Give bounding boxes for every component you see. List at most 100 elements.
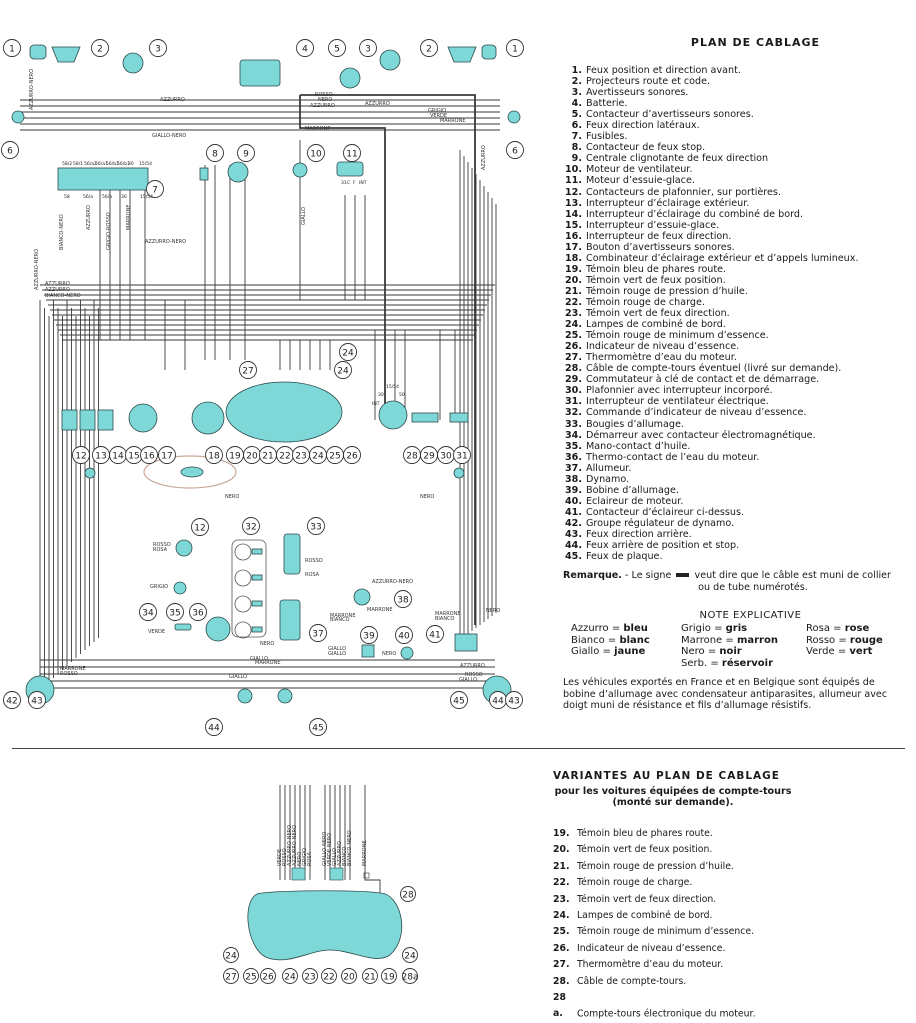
wire-label-bianco: BIANCO	[435, 616, 455, 622]
variant-wires	[279, 785, 381, 935]
variant-wire-label: GIALLO-NERO	[322, 832, 328, 866]
equals-sign: =	[707, 646, 720, 658]
legend-item: 1.Feux position et direction avant.	[563, 65, 908, 76]
equals-sign: =	[714, 623, 726, 635]
wire-label-giallo: GIALLO	[250, 656, 268, 662]
legend-item: 9.Centrale clignotante de feux direction	[563, 153, 908, 164]
callout-17-number: 17	[161, 452, 172, 462]
variant-wire-label: AZZURRO-NERO	[287, 825, 293, 866]
fan-motor	[292, 162, 308, 178]
legend-item: 29.Commutateur à clé de contact et de dé…	[563, 374, 908, 385]
wiper-terminal-label: C	[347, 180, 350, 186]
fuse-bottom-label: 30	[121, 194, 127, 200]
callout-44-circle	[205, 718, 223, 736]
callout-6-circle	[506, 141, 524, 159]
legend-text: Bougies d’allumage.	[586, 418, 684, 430]
flasher-unit	[227, 161, 249, 183]
callout-15-number: 15	[128, 452, 139, 462]
legend-item: 10.Moteur de ventilateur.	[563, 164, 908, 175]
variant-panel: VARIANTES AU PLAN DE CABLAGE pour les vo…	[553, 770, 908, 1023]
legend-item: 45.Feux de plaque.	[563, 551, 908, 562]
wiper-motor	[336, 161, 364, 177]
legend-number: 37.	[565, 462, 582, 474]
callout-37-number: 37	[312, 630, 323, 640]
horn-button	[180, 466, 204, 478]
legend-number: 16.	[565, 230, 582, 242]
legend-item: 16.Interrupteur de feux direction.	[563, 231, 908, 242]
variant-callout-24-number: 24	[225, 952, 237, 962]
legend-item: 15.Interrupteur d’essuie-glace.	[563, 220, 908, 231]
legend-number: 44.	[565, 540, 582, 552]
variant-callout-24-circle	[402, 947, 418, 963]
legend-number: 41.	[565, 506, 582, 518]
variant-callout-28-number: 28	[402, 891, 414, 901]
callout-2-circle	[420, 39, 438, 57]
callout-7-circle	[146, 180, 164, 198]
variant-wire-label: AZZURRO-NERO	[292, 825, 298, 866]
steering-wheel	[143, 455, 237, 489]
french-color: rouge	[849, 634, 883, 646]
legend-number: 13.	[565, 197, 582, 209]
callout-42-circle	[3, 691, 21, 709]
callout-23-number: 23	[295, 452, 306, 462]
section-divider	[12, 748, 905, 749]
legend-text: Batterie.	[586, 98, 628, 110]
equals-sign: =	[725, 634, 737, 646]
callout-25-number: 25	[329, 452, 340, 462]
door-switch-right	[453, 467, 465, 479]
side-indicator-right	[507, 110, 521, 124]
legend-number: 38.	[565, 473, 582, 485]
callout-45-number: 45	[312, 724, 323, 734]
variant-callout-24-number: 24	[284, 973, 296, 983]
variant-text: Lampes de combiné de bord.	[577, 910, 713, 922]
legend-text: Interrupteur de ventilateur électrique.	[586, 396, 769, 408]
variant-subtitle: pour les voitures équipées de compte-tou…	[554, 786, 792, 808]
callout-30-number: 30	[440, 452, 452, 462]
ignition-terminal-label: 15/54	[386, 384, 399, 390]
cylinder-circle	[234, 569, 252, 587]
variant-text: Témoin rouge de charge.	[577, 877, 693, 889]
callout-2-number: 2	[97, 45, 103, 55]
callout-6-number: 6	[512, 147, 518, 157]
wire-label-azzurro-nero: AZZURRO-NERO	[34, 249, 40, 290]
callout-1-circle	[3, 39, 21, 57]
fuse-bottom-label: 58	[64, 194, 70, 200]
legend-text: Feux direction arrière.	[586, 528, 692, 540]
wiper-terminal-label: F	[353, 180, 356, 186]
wire-label-marrone: MARRONE	[255, 660, 281, 666]
legend-text: Feux de plaque.	[586, 551, 663, 563]
variant-number: 28 a.	[553, 992, 566, 1020]
callout-9-number: 9	[243, 150, 249, 160]
legend-number: 42.	[565, 517, 582, 529]
variant-text: Témoin rouge de minimum d’essence.	[577, 926, 755, 938]
legend-number: 43.	[565, 528, 582, 540]
variant-callout-27-circle	[223, 968, 239, 984]
callout-4-circle	[296, 39, 314, 57]
variant-connector-right	[329, 867, 344, 881]
variant-wire-label: BIANCO-NERO	[347, 830, 353, 866]
callout-2-circle	[91, 39, 109, 57]
variant-title: VARIANTES AU PLAN DE CABLAGE	[553, 770, 780, 782]
color-key-entry: Giallo = jaune	[571, 646, 681, 658]
callout-27-number: 27	[242, 367, 253, 377]
variant-list: 19.Témoin bleu de phares route.20.Témoin…	[553, 826, 908, 1023]
variant-wire-label: ROSSO	[282, 848, 288, 866]
callout-45-number: 45	[453, 697, 464, 707]
equals-sign: =	[710, 657, 722, 669]
color-key-entry	[806, 658, 916, 670]
italian-color: Nero	[681, 646, 708, 658]
callout-1-number: 1	[9, 45, 15, 55]
italian-color: Rosa	[806, 623, 834, 635]
callout-29-number: 29	[423, 452, 435, 462]
legend-item: 5.Contacteur d’avertisseurs sonores.	[563, 109, 908, 120]
variant-callout-19-circle	[381, 968, 397, 984]
callout-1-number: 1	[512, 45, 518, 55]
variant-item: 26.Indicateur de niveau d’essence.	[553, 941, 908, 957]
variant-callout-22-circle	[321, 968, 337, 984]
legend-item: 6.Feux direction latéraux.	[563, 120, 908, 131]
brake-switch	[199, 167, 209, 181]
variant-text: Témoin bleu de phares route.	[577, 828, 713, 839]
legend-item: 24.Lampes de combiné de bord.	[563, 319, 908, 330]
regulator	[454, 633, 478, 652]
legend-text: Avertisseurs sonores.	[586, 87, 689, 99]
